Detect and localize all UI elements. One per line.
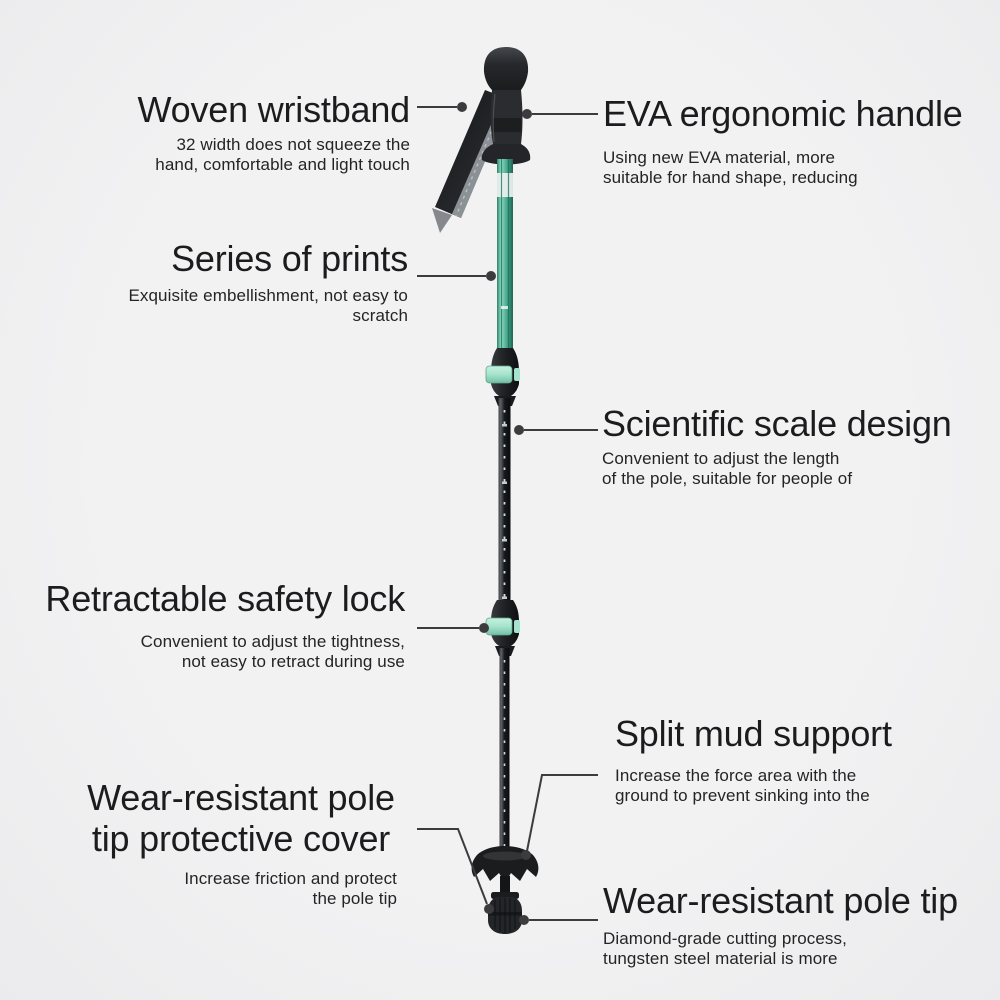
feature-description: Diamond-grade cutting process, tungsten …	[603, 929, 958, 969]
feature-title: Split mud support	[615, 713, 892, 754]
callout-dot-pole-tip	[519, 915, 529, 925]
desc-line: of the pole, suitable for people of	[602, 469, 853, 489]
tip-neck	[500, 876, 510, 898]
callout-dots	[457, 102, 532, 925]
feature-description: Using new EVA material, more suitable fo…	[603, 148, 963, 188]
feature-description: 32 width does not squeeze the hand, comf…	[138, 135, 410, 175]
desc-line: suitable for hand shape, reducing	[603, 168, 858, 188]
feature-wear-resistant-pole-tip: Wear-resistant pole tip Diamond-grade cu…	[603, 880, 958, 969]
desc-line: scratch	[352, 306, 408, 326]
feature-description: Increase friction and protect the pole t…	[85, 869, 397, 909]
handle-grip-band	[492, 118, 522, 132]
callout-dot-tip-cover	[484, 904, 494, 914]
callout-dot-woven-wristband	[457, 102, 467, 112]
desc-line: not easy to retract during use	[181, 652, 405, 672]
feature-series-of-prints: Series of prints Exquisite embellishment…	[128, 238, 408, 326]
feature-description: Convenient to adjust the tightness, not …	[45, 632, 405, 672]
desc-line: 32 width does not squeeze the	[176, 135, 410, 155]
feature-title-text: Wear-resistant pole	[87, 777, 395, 818]
feature-title-text: Woven wristband	[137, 89, 411, 130]
feature-title-text: Scientific scale design	[602, 403, 952, 444]
feature-title-text: EVA ergonomic handle	[603, 93, 963, 134]
feature-scientific-scale-design: Scientific scale design Convenient to ad…	[602, 403, 952, 489]
feature-description: Increase the force area with the ground …	[615, 766, 892, 806]
basket-top-highlight	[483, 851, 527, 861]
callout-line-split-mud-support	[526, 774, 598, 852]
feature-title-text: Retractable safety lock	[45, 578, 405, 619]
feature-split-mud-support: Split mud support Increase the force are…	[615, 713, 892, 806]
feature-title-text: Split mud support	[615, 713, 892, 754]
handle-flare	[481, 144, 531, 165]
feature-title: Retractable safety lock	[45, 578, 405, 619]
feature-description: Exquisite embellishment, not easy to scr…	[128, 286, 408, 326]
lower-shaft	[499, 648, 510, 862]
feature-description: Convenient to adjust the length of the p…	[602, 449, 952, 489]
callout-dot-split-mud-support	[521, 850, 531, 860]
feature-title: EVA ergonomic handle	[603, 93, 963, 134]
feature-title-text: Series of prints	[171, 238, 408, 279]
strap-tip	[432, 208, 452, 233]
upper-green-shaft	[497, 159, 513, 352]
lock-clamp-lever	[485, 365, 513, 384]
desc-line: Diamond-grade cutting process,	[603, 929, 847, 949]
pole	[432, 47, 539, 934]
desc-line: Exquisite embellishment, not easy to	[128, 286, 408, 306]
desc-line: Using new EVA material, more	[603, 148, 836, 168]
eva-handle	[481, 47, 531, 165]
feature-title: Wear-resistant pole tip	[603, 880, 958, 921]
callout-dot-safety-lock	[479, 623, 489, 633]
feature-title-text: tip protective cover	[91, 818, 391, 860]
feature-woven-wristband: Woven wristband 32 width does not squeez…	[137, 89, 411, 175]
tip-waist-groove	[488, 912, 522, 916]
lock-hinge	[514, 620, 520, 633]
reflective-band	[497, 173, 513, 197]
feature-title: Woven wristband	[137, 89, 411, 130]
handle-knob	[483, 47, 529, 90]
callout-line-tip-cover	[417, 828, 488, 905]
handle-grip	[490, 90, 523, 144]
feature-title-text: Wear-resistant pole tip	[603, 880, 958, 921]
feature-tip-protective-cover: Wear-resistant pole tip protective cover…	[85, 777, 397, 909]
scale-marked-shaft	[498, 398, 511, 610]
handle-highlight	[492, 93, 496, 143]
lock-clamp-lever	[485, 617, 513, 636]
lock-hinge	[514, 368, 520, 381]
callout-lines	[417, 106, 598, 921]
feature-title: Series of prints	[128, 238, 408, 279]
feature-title: Wear-resistant pole tip protective cover	[85, 777, 397, 859]
feature-retractable-safety-lock: Retractable safety lock Convenient to ad…	[45, 578, 405, 672]
lower-tube	[499, 648, 510, 862]
desc-line: Convenient to adjust the length	[602, 449, 840, 469]
desc-line: Convenient to adjust the tightness,	[140, 632, 405, 652]
desc-line: ground to prevent sinking into the	[615, 786, 870, 806]
lower-flip-lock	[485, 600, 520, 656]
tube-logo-mark	[501, 306, 508, 309]
desc-line: the pole tip	[312, 889, 397, 909]
feature-eva-ergonomic-handle: EVA ergonomic handle Using new EVA mater…	[603, 93, 963, 188]
desc-line: tungsten steel material is more	[603, 949, 838, 969]
desc-line: Increase the force area with the	[615, 766, 857, 786]
callout-dot-scientific-scale	[514, 425, 524, 435]
upper-flip-lock	[485, 348, 520, 406]
callout-dot-series-of-prints	[486, 271, 496, 281]
callout-dot-eva-handle	[522, 109, 532, 119]
tip-protective-cover	[488, 876, 522, 934]
feature-title: Scientific scale design	[602, 403, 952, 444]
desc-line: hand, comfortable and light touch	[155, 155, 410, 175]
desc-line: Increase friction and protect	[184, 869, 397, 889]
